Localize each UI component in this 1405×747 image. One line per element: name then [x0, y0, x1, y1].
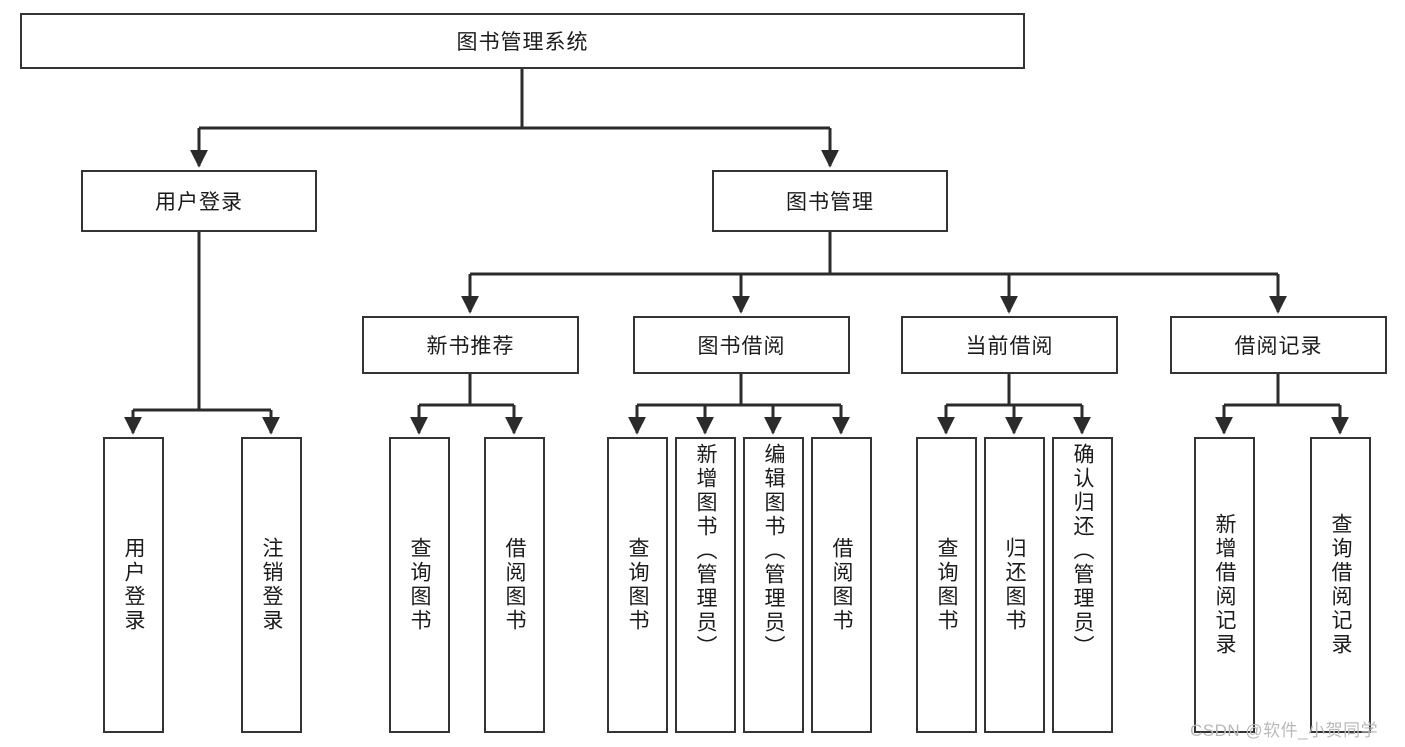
leaf-query-book-borrow-label: 查询图书: [626, 537, 649, 633]
node-user-login[interactable]: 用户登录: [81, 170, 317, 232]
leaf-confirm-return-admin-label: 确认归还（管理员）: [1071, 443, 1094, 659]
node-book-management[interactable]: 图书管理: [712, 170, 948, 232]
leaf-add-borrow-record-label: 新增借阅记录: [1213, 513, 1236, 657]
node-root-label: 图书管理系统: [456, 31, 589, 54]
node-new-book-recommend[interactable]: 新书推荐: [362, 316, 579, 374]
csdn-watermark-text: CSDN @软件_小贺同学: [1190, 721, 1379, 740]
leaf-return-book[interactable]: 归还图书: [984, 437, 1045, 733]
leaf-user-login[interactable]: 用户登录: [103, 437, 164, 733]
leaf-query-book-newbook[interactable]: 查询图书: [389, 437, 450, 733]
leaf-edit-book-admin-label: 编辑图书（管理员）: [762, 443, 785, 659]
node-new-book-recommend-label: 新书推荐: [426, 335, 515, 358]
node-borrow-record[interactable]: 借阅记录: [1170, 316, 1387, 374]
csdn-watermark: CSDN @软件_小贺同学: [1190, 716, 1378, 741]
leaf-borrow-book-newbook-label: 借阅图书: [503, 537, 526, 633]
leaf-add-book-admin[interactable]: 新增图书（管理员）: [675, 437, 736, 733]
node-book-management-label: 图书管理: [786, 191, 874, 214]
leaf-confirm-return-admin[interactable]: 确认归还（管理员）: [1052, 437, 1113, 733]
leaf-logout[interactable]: 注销登录: [241, 437, 302, 733]
node-current-borrow[interactable]: 当前借阅: [901, 316, 1118, 374]
leaf-borrow-book[interactable]: 借阅图书: [811, 437, 872, 733]
node-root[interactable]: 图书管理系统: [20, 13, 1025, 69]
leaf-borrow-book-label: 借阅图书: [830, 537, 853, 633]
leaf-query-book-newbook-label: 查询图书: [408, 537, 431, 633]
leaf-return-book-label: 归还图书: [1003, 537, 1026, 633]
leaf-add-borrow-record[interactable]: 新增借阅记录: [1194, 437, 1255, 733]
node-book-borrow-label: 图书借阅: [697, 335, 786, 358]
node-current-borrow-label: 当前借阅: [965, 335, 1054, 358]
leaf-logout-label: 注销登录: [260, 537, 283, 633]
leaf-query-borrow-record-label: 查询借阅记录: [1329, 513, 1352, 657]
leaf-borrow-book-newbook[interactable]: 借阅图书: [484, 437, 545, 733]
node-borrow-record-label: 借阅记录: [1234, 335, 1323, 358]
leaf-user-login-label: 用户登录: [122, 537, 145, 633]
leaf-add-book-admin-label: 新增图书（管理员）: [694, 443, 717, 659]
node-user-login-label: 用户登录: [155, 191, 243, 214]
leaf-query-book-current[interactable]: 查询图书: [916, 437, 977, 733]
leaf-query-book-borrow[interactable]: 查询图书: [607, 437, 668, 733]
leaf-query-book-current-label: 查询图书: [935, 537, 958, 633]
leaf-query-borrow-record[interactable]: 查询借阅记录: [1310, 437, 1371, 733]
leaf-edit-book-admin[interactable]: 编辑图书（管理员）: [743, 437, 804, 733]
node-book-borrow[interactable]: 图书借阅: [633, 316, 850, 374]
